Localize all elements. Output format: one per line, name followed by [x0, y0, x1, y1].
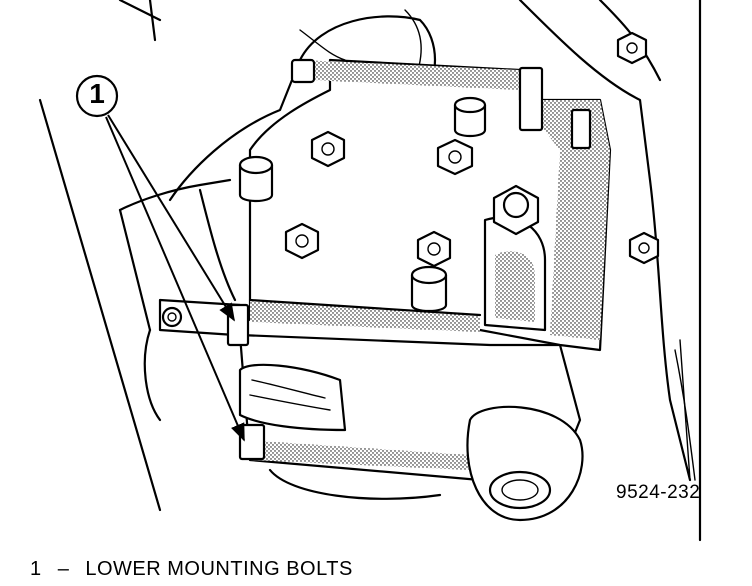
rear-bracket: [118, 9, 437, 422]
callout-circle: [75, 74, 119, 118]
pump-ring: [268, 468, 442, 500]
bolt-top-2: [436, 138, 474, 176]
legend-label: LOWER MOUNTING BOLTS: [85, 558, 353, 580]
mount-boss: [466, 405, 584, 522]
top-face-bolts: [284, 130, 540, 268]
valve-plug-1: [238, 155, 274, 203]
frame-rail-left: [38, 0, 162, 512]
figure-id: 9524-232: [616, 482, 701, 503]
bolt-top-4: [416, 230, 452, 268]
lower-mounting-bolt-upper: [226, 303, 250, 347]
bolt-top-1: [310, 130, 346, 168]
bolt-top-5-large: [492, 184, 540, 236]
legend-dash: –: [57, 558, 70, 580]
figure-id-leader: [679, 339, 691, 481]
lower-mounting-bolt-lower: [238, 423, 266, 461]
rubber-boot: [238, 363, 347, 432]
body-panel-right: [518, 0, 702, 542]
callout-arrow-upper: [107, 114, 235, 322]
valve-plugs: [238, 96, 487, 313]
legend-number: 1: [30, 558, 42, 580]
callout-number: 1: [89, 78, 105, 109]
bolt-top-3: [284, 222, 320, 260]
valve-plug-2: [453, 96, 487, 138]
panel-bolt-middle-right: [628, 231, 660, 265]
panel-bolt-upper-right: [616, 31, 648, 65]
callout-arrow-lower: [105, 116, 245, 442]
legend: 1 – LOWER MOUNTING BOLTS: [30, 558, 353, 581]
valve-plug-3: [410, 265, 448, 313]
